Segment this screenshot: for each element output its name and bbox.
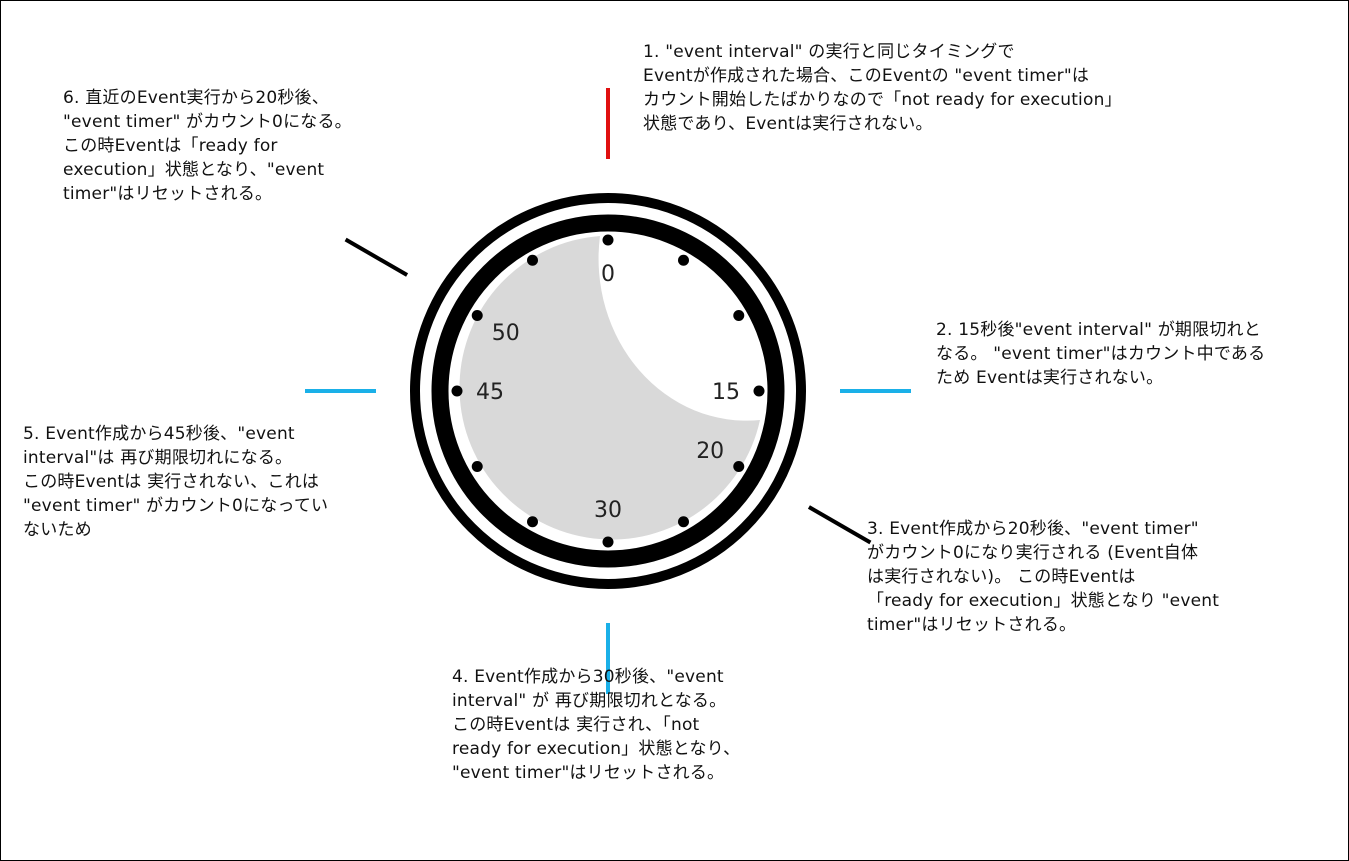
clock-label-50: 50: [492, 321, 520, 346]
tick-20-mark: [807, 505, 872, 545]
clock-label-15: 15: [712, 380, 740, 405]
clock-dot-5: [678, 254, 689, 266]
clock-dot-20: [733, 461, 745, 472]
clock-dot-10: [733, 310, 745, 321]
annotation-5: 5. Event作成から45秒後、"event interval"は 再び期限切…: [23, 422, 328, 542]
clock-crescent-shade: [459, 236, 760, 540]
annotation-3-line: timer"はリセットされる。: [867, 615, 1077, 635]
label-layer: 0 15 20 30 45 50: [476, 262, 740, 523]
annotation-5-line: この時Eventは 実行されない、これは: [23, 472, 320, 492]
annotation-4: 4. Event作成から30秒後、"event interval" が 再び期限…: [452, 665, 740, 785]
annotation-4-line: この時Eventは 実行され、「not: [452, 715, 700, 735]
annotation-6: 6. 直近のEvent実行から20秒後、 "event timer" がカウント…: [63, 86, 352, 206]
annotation-1-line: 状態であり、Eventは実行されない。: [643, 114, 933, 134]
annotation-1-line: Eventが作成された場合、このEventの "event timer"は: [643, 66, 1090, 86]
clock-dot-15: [753, 385, 765, 397]
clock-label-0: 0: [601, 262, 615, 287]
clock-inner-ring: [431, 214, 785, 568]
clock-dot-45: [451, 385, 463, 397]
annotation-5-line: 5. Event作成から45秒後、"event: [23, 424, 295, 444]
annotation-6-line: "event timer" がカウント0になる。: [63, 112, 352, 132]
annotation-1-line: 1. "event interval" の実行と同じタイミングで: [643, 42, 1015, 62]
annotation-5-line: interval"は 再び期限切れになる。: [23, 448, 293, 468]
annotation-1: 1. "event interval" の実行と同じタイミングで Eventが作…: [643, 40, 1122, 136]
annotation-4-line: 4. Event作成から30秒後、"event: [452, 667, 724, 687]
dot-layer: [451, 234, 765, 548]
annotation-3-line: がカウント0になり実行される (Event自体: [867, 543, 1199, 563]
annotation-3-line: 3. Event作成から20秒後、"event timer": [867, 519, 1199, 539]
clock-dot-0: [602, 234, 614, 246]
annotation-6-line: execution」状態となり、"event: [63, 160, 325, 180]
clock-label-30: 30: [594, 498, 622, 523]
annotation-4-line: interval" が 再び期限切れとなる。: [452, 691, 727, 711]
clock-dot-35: [527, 516, 538, 528]
annotation-5-line: "event timer" がカウント0になってい: [23, 496, 329, 516]
clock-dot-30: [602, 536, 614, 548]
annotation-2-line: 2. 15秒後"event interval" が期限切れと: [936, 320, 1261, 340]
annotation-3: 3. Event作成から20秒後、"event timer" がカウント0になり…: [867, 517, 1219, 637]
clock-dot-50: [471, 310, 483, 321]
annotation-4-line: "event timer"はリセットされる。: [452, 763, 725, 783]
annotation-3-line: は実行されない)。 この時Eventは: [867, 567, 1136, 587]
annotation-6-line: この時Eventは「ready for: [63, 136, 278, 156]
annotation-5-line: ないため: [23, 520, 92, 540]
annotation-1-line: カウント開始したばかりなので「not ready for execution」: [643, 90, 1122, 110]
tick-50-mark: [344, 237, 409, 277]
annotation-4-line: ready for execution」状態となり、: [452, 739, 741, 759]
annotation-2-line: ため Eventは実行されない。: [936, 368, 1164, 388]
annotation-6-line: 6. 直近のEvent実行から20秒後、: [63, 88, 329, 108]
clock-outer-ring: [410, 193, 806, 589]
clock-dot-55: [527, 254, 538, 266]
clock-label-45: 45: [476, 380, 504, 405]
tick-layer: [305, 88, 911, 694]
annotation-2-line: なる。 "event timer"はカウント中である: [936, 344, 1266, 364]
clock-label-20: 20: [696, 439, 724, 464]
annotation-6-line: timer"はリセットされる。: [63, 184, 273, 204]
clock-dot-40: [471, 461, 483, 472]
annotation-3-line: 「ready for execution」状態となり "event: [867, 591, 1220, 611]
clock-dot-25: [678, 516, 689, 528]
annotation-2: 2. 15秒後"event interval" が期限切れと なる。 "even…: [936, 318, 1265, 390]
